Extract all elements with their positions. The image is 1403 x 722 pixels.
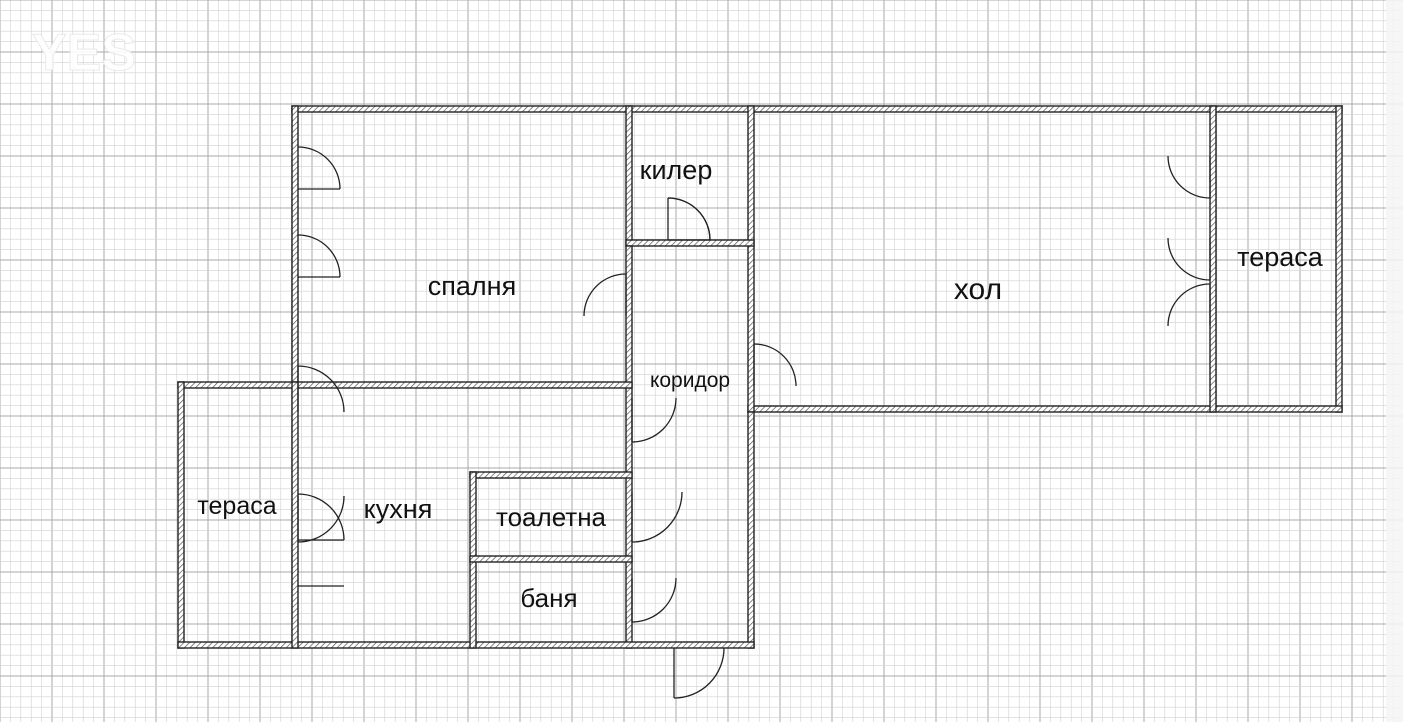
door-swing [1167,237,1211,281]
room-label-corridor: коридор [650,369,730,392]
door-swing [297,493,345,541]
door-arc [753,343,797,387]
door-swing [673,647,725,699]
door-arc [631,397,677,443]
door-swing [1167,283,1211,327]
door-arc [1167,283,1211,327]
room-label-living: хол [954,273,1002,306]
wall-segment [469,471,633,479]
door-arc [1167,155,1211,199]
door-swing [297,146,341,190]
door-swing [667,197,711,241]
door-arc [673,647,725,699]
wall-segment [177,381,633,389]
door-swing [297,365,345,413]
wall-segment [1209,105,1217,413]
door-swing [631,577,677,623]
door-swing [583,273,627,317]
svg-text:YES: YES [32,24,136,82]
door-arc [297,365,345,413]
door-arc [297,146,341,190]
door-swing [631,491,683,543]
room-label-toilet: тоалетна [496,502,607,532]
door-swing [667,197,711,241]
door-swing [631,397,677,443]
door-arc [667,197,711,241]
door-arc [297,495,345,543]
wall-segment [469,555,633,563]
door-arc [297,234,341,278]
room-label-terrace-right: тераса [1237,242,1324,272]
wall-segment [625,105,633,247]
wall-segment [291,381,299,649]
door-arc [631,577,677,623]
right-edge-fade [1386,0,1403,722]
door-swing [297,234,341,278]
door-swing [1167,155,1211,199]
door-arc [583,273,627,317]
room-labels: спалня килер хол тераса коридор тераса к… [197,155,1323,613]
door-swing [297,495,345,543]
watermark-logo: YES [32,24,137,83]
wall-segment [625,239,755,247]
room-label-terrace-left: тераса [197,492,276,520]
door-arc [631,491,683,543]
wall-segment [747,105,755,413]
door-swing [753,343,797,387]
doors [297,146,1211,699]
door-arc [667,197,711,241]
walls [177,105,1343,649]
wall-segment [1335,105,1343,413]
wall-segment [177,381,185,649]
room-label-bedroom: спалня [428,271,516,301]
wall-segment [291,105,1343,113]
door-arc [297,493,345,541]
wall-segment [625,245,633,649]
wall-segment [177,641,755,649]
wall-segment [747,405,1343,413]
wall-segment [291,105,299,389]
room-label-kitchen: кухня [364,494,433,524]
room-label-bath: баня [520,583,577,613]
wall-segment [747,411,755,649]
door-arc [1167,237,1211,281]
room-label-closet: килер [640,155,713,185]
